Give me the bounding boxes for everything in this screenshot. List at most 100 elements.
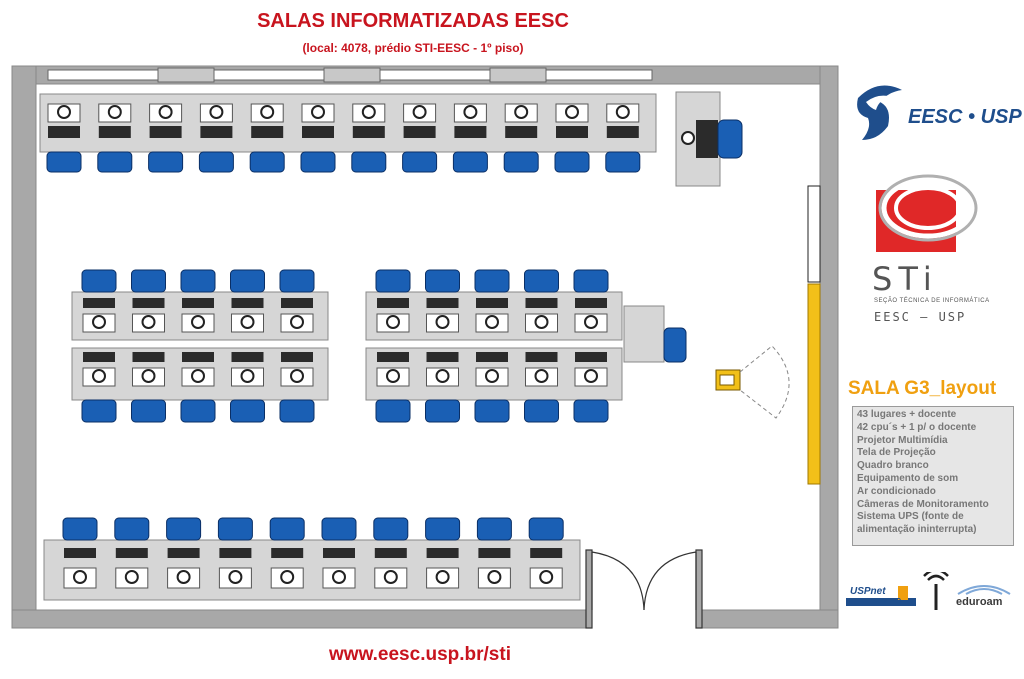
- user-icon: [485, 315, 499, 329]
- footer-url[interactable]: www.eesc.usp.br/sti: [329, 644, 511, 665]
- user-icon: [332, 570, 346, 584]
- monitor: [454, 126, 487, 138]
- chair: [114, 517, 150, 541]
- room-feature-item: Câmeras de Monitoramento: [857, 498, 989, 510]
- workstation: [402, 103, 438, 173]
- monitor: [426, 548, 459, 558]
- chair: [97, 151, 133, 173]
- user-icon: [412, 105, 427, 119]
- workstation: [351, 103, 387, 173]
- monitor: [476, 298, 508, 308]
- monitor: [530, 548, 563, 558]
- chair: [375, 399, 411, 423]
- workstation: [148, 103, 184, 173]
- monitor: [426, 352, 459, 362]
- monitor: [251, 126, 284, 138]
- room-feature-item: Sistema UPS (fonte de: [857, 511, 964, 523]
- user-icon: [57, 105, 71, 119]
- chair: [373, 517, 409, 541]
- chair: [269, 517, 305, 541]
- bottom-row-stations: [62, 517, 564, 589]
- workstation: [425, 352, 460, 423]
- user-icon: [487, 570, 502, 584]
- chair: [554, 151, 590, 173]
- workstation: [425, 269, 460, 333]
- monitor: [478, 548, 511, 558]
- projector: [715, 345, 790, 419]
- monitor: [182, 352, 214, 362]
- workstation: [81, 352, 117, 423]
- workstation: [375, 269, 411, 333]
- user-icon: [584, 315, 598, 329]
- windows: [47, 67, 653, 83]
- chair: [166, 517, 202, 541]
- eesc-logo: [857, 85, 902, 140]
- page-title: SALAS INFORMATIZADAS EESC: [257, 10, 569, 32]
- workstation: [131, 352, 166, 423]
- projection-screen: [807, 283, 821, 485]
- chair: [148, 151, 184, 173]
- monitor: [132, 298, 165, 308]
- user-icon: [124, 570, 139, 584]
- workstation: [476, 517, 512, 589]
- user-icon: [539, 570, 554, 584]
- monitor: [83, 352, 115, 362]
- chair: [503, 151, 539, 173]
- user-icon: [92, 315, 106, 329]
- workstation: [503, 103, 539, 173]
- chair: [528, 517, 564, 541]
- monitor: [167, 548, 200, 558]
- chair: [573, 269, 609, 293]
- monitor: [281, 352, 313, 362]
- room-feature-item: 43 lugares + docente: [857, 409, 957, 420]
- workstation: [166, 517, 202, 589]
- monitor: [182, 298, 214, 308]
- eesc-logo-text: EESC • USP: [908, 106, 1022, 128]
- middle-left-stations: [81, 269, 315, 423]
- user-icon: [141, 369, 156, 383]
- uspnet-logo: [846, 586, 916, 606]
- workstation: [425, 517, 461, 589]
- monitor: [374, 548, 407, 558]
- chair: [573, 399, 609, 423]
- chair: [351, 151, 387, 173]
- workstation: [528, 517, 564, 589]
- monitor: [426, 298, 459, 308]
- monitor: [323, 548, 355, 558]
- monitor: [575, 352, 607, 362]
- chair: [180, 269, 216, 293]
- workstation: [62, 517, 98, 589]
- workstation: [81, 269, 117, 333]
- workstation: [279, 352, 315, 423]
- room-name: SALA G3_layout: [848, 378, 997, 399]
- chair: [425, 269, 460, 293]
- monitor: [98, 126, 131, 138]
- chair: [474, 269, 510, 293]
- monitor: [83, 298, 115, 308]
- user-icon: [209, 105, 224, 119]
- workstation: [452, 103, 488, 173]
- user-icon: [280, 570, 295, 584]
- user-icon: [383, 570, 398, 584]
- user-icon: [240, 315, 255, 329]
- user-icon: [228, 570, 243, 584]
- user-icon: [361, 105, 376, 119]
- monitor: [271, 548, 304, 558]
- workstation: [524, 269, 559, 333]
- chair: [300, 151, 336, 173]
- chair: [81, 399, 117, 423]
- workstation: [605, 103, 641, 173]
- chair: [217, 517, 253, 541]
- monitor: [377, 298, 409, 308]
- workstation: [97, 103, 133, 173]
- chair: [279, 269, 315, 293]
- side-desk: [623, 305, 687, 363]
- user-icon: [158, 105, 173, 119]
- user-icon: [615, 105, 630, 119]
- eduroam-logo-text: eduroam: [956, 596, 1003, 608]
- user-icon: [311, 105, 325, 119]
- workstation: [321, 517, 357, 589]
- monitor: [132, 352, 165, 362]
- workstation: [375, 352, 411, 423]
- user-icon: [534, 315, 549, 329]
